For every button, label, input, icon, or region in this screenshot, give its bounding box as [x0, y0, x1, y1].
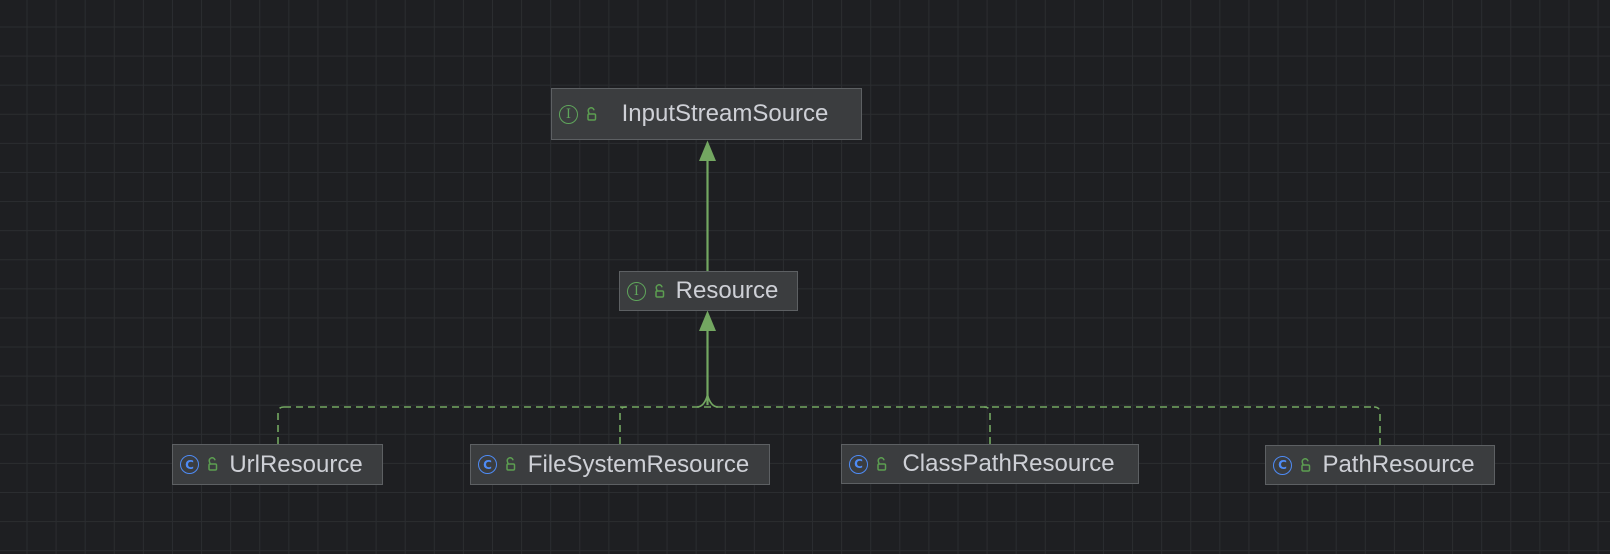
- node-label: PathResource: [1322, 451, 1475, 478]
- unlocked-padlock-icon: [1299, 457, 1313, 473]
- interface-icon: I: [559, 104, 578, 124]
- class-icon: C: [849, 454, 868, 474]
- unlocked-padlock-icon: [504, 457, 518, 472]
- unlocked-padlock-icon: [585, 106, 599, 122]
- unlocked-padlock-icon: [206, 457, 220, 472]
- node-inputstreamsource[interactable]: I InputStreamSource: [551, 88, 862, 140]
- node-filesystemresource[interactable]: C FileSystemResource: [470, 444, 770, 485]
- node-classpathresource[interactable]: C ClassPathResource: [841, 444, 1139, 484]
- edge-bus-to-resource[interactable]: [696, 310, 719, 408]
- node-label: UrlResource: [229, 450, 363, 478]
- edge-pathresource-drop[interactable]: [1373, 406, 1381, 445]
- class-icon: C: [478, 455, 497, 474]
- class-icon: C: [1273, 455, 1292, 475]
- node-resource[interactable]: I Resource: [619, 271, 798, 311]
- edge-urlresource-drop[interactable]: [277, 406, 285, 444]
- edge-filesystemresource-drop[interactable]: [619, 406, 627, 444]
- edge-resource-to-inputstreamsource[interactable]: [699, 140, 716, 272]
- node-pathresource[interactable]: C PathResource: [1265, 445, 1495, 485]
- node-label: Resource: [675, 277, 779, 304]
- interface-icon: I: [627, 281, 646, 301]
- unlocked-padlock-icon: [875, 456, 889, 472]
- node-label: FileSystemResource: [527, 450, 750, 478]
- edge-classpathresource-drop[interactable]: [983, 406, 991, 444]
- node-label: InputStreamSource: [621, 100, 829, 127]
- node-urlresource[interactable]: C UrlResource: [172, 444, 383, 485]
- node-label: ClassPathResource: [902, 450, 1115, 477]
- unlocked-padlock-icon: [653, 283, 667, 299]
- class-icon: C: [180, 455, 199, 474]
